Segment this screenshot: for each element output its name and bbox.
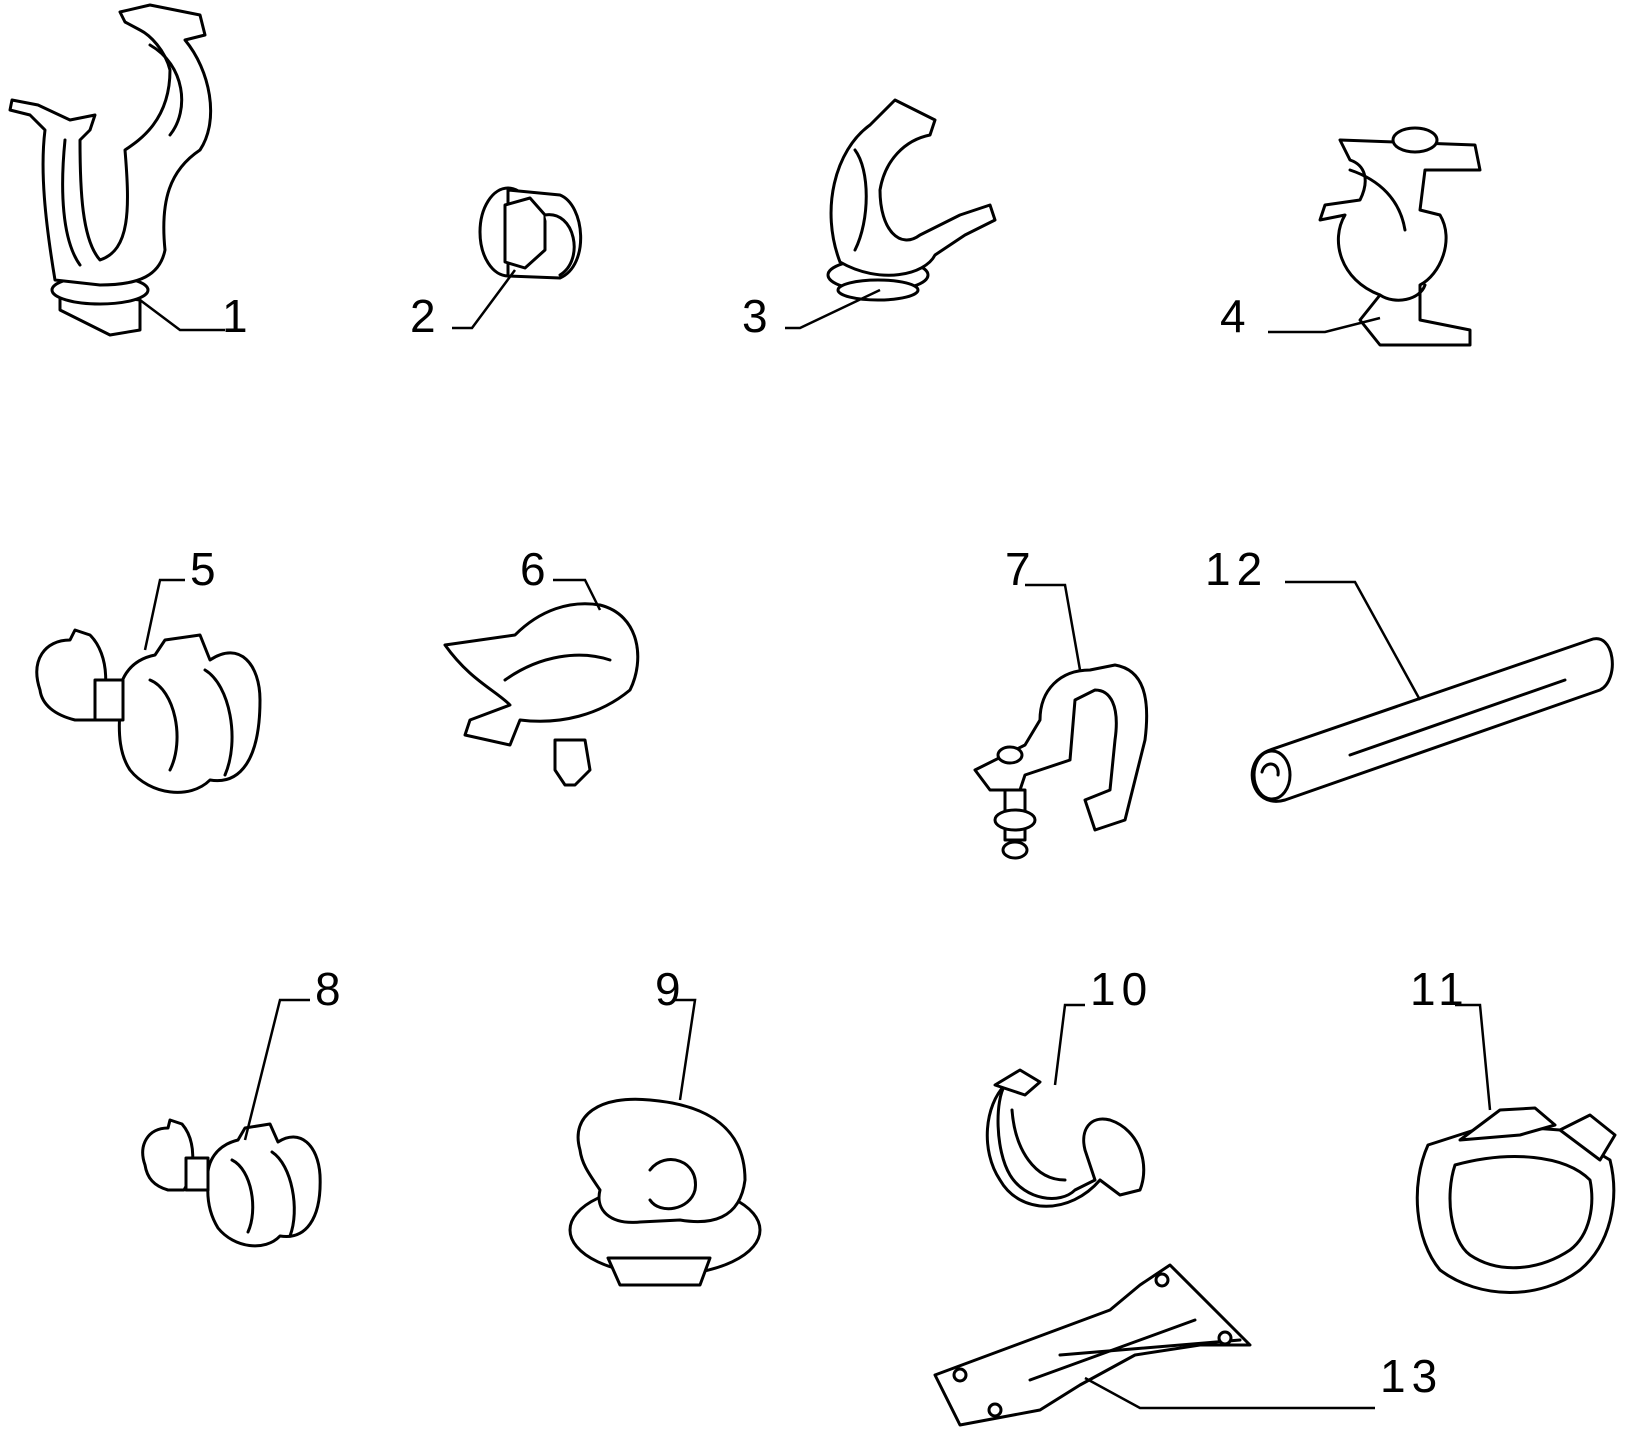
double-clamp-icon bbox=[1318, 126, 1482, 347]
ring-clamp-icon bbox=[1415, 1106, 1617, 1294]
callout-3: 3 bbox=[742, 290, 774, 342]
leader-line-5 bbox=[143, 578, 185, 651]
leader-line-2 bbox=[452, 269, 517, 330]
leader-line-9 bbox=[675, 998, 697, 1101]
leader-line-11 bbox=[1455, 1003, 1492, 1111]
push-in-clip-icon bbox=[443, 602, 640, 787]
leader-line-12 bbox=[1285, 580, 1422, 701]
callout-13: 13 bbox=[1380, 1350, 1443, 1402]
callout-4: 4 bbox=[1220, 290, 1252, 342]
foam-sleeve-icon bbox=[1250, 637, 1614, 803]
callout-2: 2 bbox=[410, 290, 442, 342]
twin-pipe-clip-small-icon bbox=[141, 1118, 322, 1248]
leader-line-3 bbox=[785, 288, 881, 330]
pipe-clip-icon bbox=[826, 98, 997, 302]
leader-line-6 bbox=[553, 578, 602, 611]
callout-1: 1 bbox=[222, 290, 254, 342]
callout-9: 9 bbox=[655, 963, 687, 1015]
callout-11: 11 bbox=[1410, 963, 1470, 1015]
leader-line-4 bbox=[1268, 316, 1381, 334]
mounting-plate-icon bbox=[933, 1263, 1252, 1427]
callout-8: 8 bbox=[315, 963, 347, 1015]
saddle-clip-icon bbox=[8, 3, 213, 337]
leader-line-10 bbox=[1053, 1003, 1085, 1086]
callout-5: 5 bbox=[190, 543, 222, 595]
callout-12: 12 bbox=[1205, 543, 1268, 595]
bracket-clip-icon bbox=[973, 663, 1149, 860]
callout-10: 10 bbox=[1090, 963, 1153, 1015]
loop-clip-icon bbox=[568, 1097, 762, 1287]
twin-pipe-clip-icon bbox=[35, 628, 262, 794]
leader-line-8 bbox=[243, 998, 310, 1141]
leader-line-13 bbox=[1084, 1376, 1375, 1410]
leader-line-7 bbox=[1025, 583, 1082, 671]
hex-plug-icon bbox=[478, 186, 583, 280]
leader-line-1 bbox=[139, 299, 225, 332]
callout-7: 7 bbox=[1005, 543, 1037, 595]
cable-tie-clip-icon bbox=[985, 1068, 1146, 1208]
callout-6: 6 bbox=[520, 543, 552, 595]
